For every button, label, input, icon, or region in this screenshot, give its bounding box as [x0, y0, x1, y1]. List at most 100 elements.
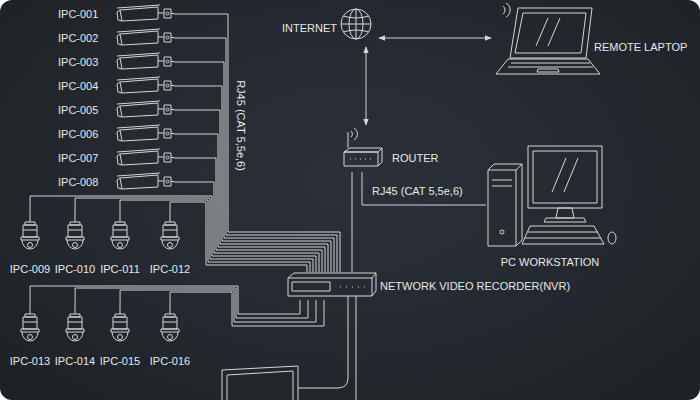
camera-cable: [30, 196, 316, 272]
device-label: PC WORKSTATION: [501, 256, 600, 269]
nvr-drive-bay: [292, 282, 330, 291]
bullet-camera: IPC-007: [55, 148, 174, 168]
ptz-camera: IPC-016: [148, 304, 192, 369]
bullet-camera: IPC-001: [55, 4, 174, 24]
camera-cable: [120, 290, 316, 322]
device-label: IPC-004: [58, 80, 98, 93]
camera-cable: [170, 292, 324, 326]
ptz-cameras: [21, 212, 179, 341]
device-label: IPC-007: [58, 152, 98, 165]
ptz-camera: IPC-009: [8, 212, 52, 277]
network-video-recorder: NETWORK VIDEO RECORDER(NVR): [286, 272, 690, 300]
cable-label: RJ45 (CAT 5,5e,6): [233, 80, 246, 171]
camera-cable: [174, 158, 322, 272]
device-label: IPC-014: [55, 355, 95, 368]
laptop-lid: [510, 8, 592, 58]
bullet-camera: IPC-002: [55, 28, 174, 48]
router-antenna: [348, 132, 349, 148]
laptop-keys: [508, 63, 593, 67]
monitor-frame: [528, 146, 602, 208]
bullet-cameras: [117, 5, 174, 189]
keyboard: [522, 226, 604, 244]
globe-outline: [341, 9, 371, 39]
device-label: IPC-006: [58, 128, 98, 141]
bullet-camera: IPC-005: [55, 100, 174, 120]
bullet-camera: IPC-006: [55, 124, 174, 144]
nvr-icon: [288, 273, 376, 296]
camera-cable: [174, 110, 328, 272]
device-label: IPC-008: [58, 176, 98, 189]
mouse: [608, 232, 616, 244]
bullet-camera: IPC-004: [55, 76, 174, 96]
video-cable: [298, 296, 348, 388]
bullet-camera-icon: [117, 5, 174, 21]
globe-icon: [341, 9, 371, 39]
monitor-stand: [544, 208, 586, 222]
router-top: [344, 148, 382, 152]
device-label: ROUTER: [392, 152, 438, 165]
monitor-screen: [533, 151, 597, 203]
camera-cable: [170, 202, 307, 272]
bullet-camera: IPC-008: [55, 172, 174, 192]
bullet-camera: IPC-003: [55, 52, 174, 72]
ptz-camera-icon: [21, 304, 39, 341]
remote-laptop: REMOTE LAPTOP: [494, 4, 694, 82]
ptz-camera: IPC-014: [53, 304, 97, 369]
device-label: IPC-003: [58, 56, 98, 69]
keyboard-keys: [525, 232, 601, 238]
device-label: IPC-002: [58, 32, 98, 45]
device-label: IPC-012: [150, 263, 190, 276]
router: ROUTER: [340, 128, 440, 172]
router-leds: [350, 159, 371, 160]
tower-drives: [492, 180, 512, 186]
nvr-top: [288, 273, 376, 296]
ptz-camera: IPC-012: [148, 212, 192, 277]
device-label: IPC-005: [58, 104, 98, 117]
device-label: IPC-015: [100, 355, 140, 368]
ptz-camera-icon: [161, 212, 179, 249]
camera-cable: [174, 38, 337, 272]
device-label: IPC-016: [150, 355, 190, 368]
bullet-camera-icon: [117, 29, 174, 45]
laptop-screen: [515, 13, 586, 53]
nvr-leds: [340, 287, 365, 288]
bullet-camera-icon: [117, 53, 174, 69]
ptz-camera: IPC-011: [98, 212, 142, 277]
workstation-icon: [488, 146, 616, 246]
ptz-camera: IPC-015: [98, 304, 142, 369]
device-label: NETWORK VIDEO RECORDER(NVR): [380, 280, 570, 293]
tower-front: [488, 170, 516, 246]
ptz-camera: IPC-013: [8, 304, 52, 369]
network-link: [379, 38, 491, 39]
nvr-front: [288, 278, 372, 296]
globe-grid: [341, 9, 371, 39]
network-link: [366, 47, 367, 125]
bullet-camera-icon: [117, 149, 174, 165]
camera-cable: [174, 14, 340, 272]
router-side: [378, 148, 382, 166]
tower-side: [488, 164, 522, 246]
monitor-screen: [227, 371, 293, 400]
monitor-glare: [552, 158, 578, 192]
device-label: REMOTE LAPTOP: [594, 41, 687, 54]
laptop-base: [496, 59, 600, 74]
device-label: IPC-010: [55, 263, 95, 276]
laptop-icon: [496, 3, 600, 74]
bullet-camera-icon: [117, 101, 174, 117]
wifi-mark: [503, 3, 510, 17]
bullet-camera-icon: [117, 173, 174, 189]
video-cable: [356, 296, 357, 400]
ptz-camera-icon: [66, 212, 84, 249]
laptop-glare: [536, 18, 560, 46]
router-front: [344, 152, 378, 166]
camera-cable: [174, 86, 331, 272]
camera-cable: [174, 134, 325, 272]
network-link: [362, 172, 486, 205]
ptz-camera-icon: [66, 304, 84, 341]
camera-cable: [120, 200, 310, 272]
bullet-camera-icon: [117, 77, 174, 93]
laptop-touchpad: [537, 69, 559, 72]
